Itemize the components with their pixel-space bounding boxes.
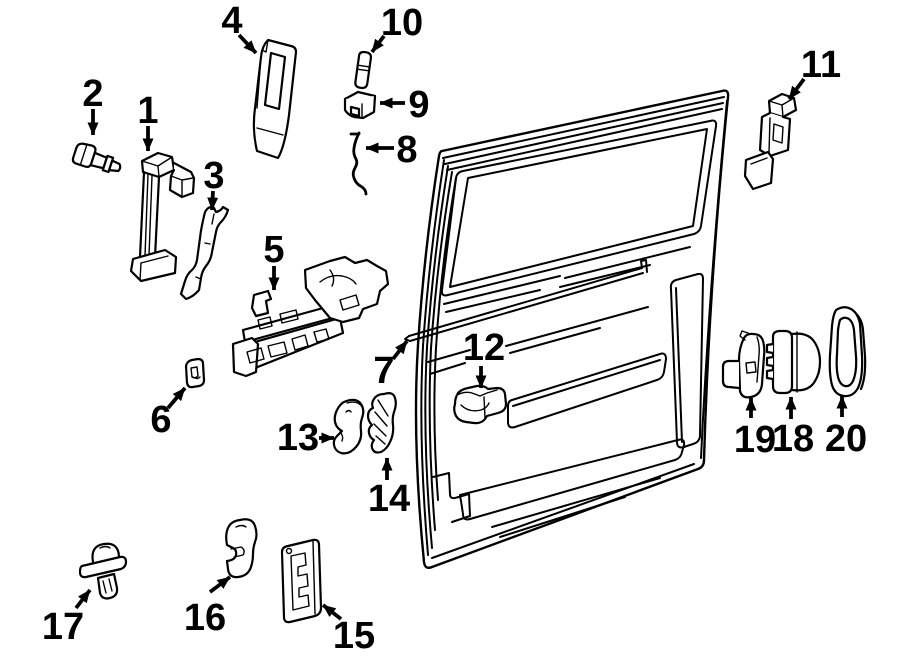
callout-6-label: 6 <box>150 399 171 441</box>
part-2-bolt-pin <box>71 142 122 174</box>
callout-7-label: 7 <box>373 350 394 392</box>
callout-7[interactable]: 7 <box>373 339 409 392</box>
part-20-seal-pad <box>828 306 867 398</box>
callout-4[interactable]: 4 <box>221 0 258 55</box>
part-14-guide-striker <box>366 392 397 454</box>
part-10-pin <box>354 50 373 90</box>
door-frame-lines <box>420 96 728 559</box>
part-8-lock-rod <box>349 131 368 196</box>
callout-10[interactable]: 10 <box>370 2 423 54</box>
door-body-lines <box>427 306 661 538</box>
callout-6[interactable]: 6 <box>150 386 187 441</box>
callout-11-arrow <box>787 77 806 101</box>
part-16-cover-clip <box>225 518 258 579</box>
part-17-roller-clip <box>78 542 128 600</box>
callout-3-arrow <box>207 190 219 211</box>
callout-15-label: 15 <box>333 615 375 657</box>
part-18-plug-grommet <box>765 329 822 395</box>
callout-15[interactable]: 15 <box>321 603 375 657</box>
callout-20[interactable]: 20 <box>825 395 867 460</box>
part-9-clip-bracket <box>343 90 377 120</box>
door-panel <box>404 89 730 570</box>
callout-7-arrow <box>391 339 409 361</box>
part-12-door-handle <box>453 384 508 425</box>
part-6-clip <box>184 357 206 389</box>
callout-17-arrow <box>74 588 92 610</box>
right-recess-channel-inner <box>675 287 683 443</box>
callout-15-arrow <box>321 603 343 621</box>
callout-13-label: 13 <box>277 417 319 459</box>
callout-16[interactable]: 16 <box>184 575 232 639</box>
callout-14-label: 14 <box>368 478 410 520</box>
callout-10-label: 10 <box>381 2 423 44</box>
door-step-detail <box>432 472 471 523</box>
callout-16-arrow <box>208 575 232 594</box>
callout-17-label: 17 <box>42 606 84 648</box>
part-7-belt-molding <box>404 259 648 342</box>
callout-19[interactable]: 19 <box>734 397 776 461</box>
callout-6-arrow <box>166 386 187 410</box>
callouts: 1 2 3 4 5 6 7 8 <box>42 0 867 657</box>
part-5-latch-assembly <box>231 255 390 378</box>
callout-2[interactable]: 2 <box>82 73 104 136</box>
callout-2-label: 2 <box>82 73 103 115</box>
callout-9-label: 9 <box>408 84 429 126</box>
part-4-track-cover <box>252 38 298 160</box>
callout-19-label: 19 <box>734 419 776 461</box>
armrest-recess <box>507 352 667 429</box>
door-belt-lines <box>443 246 691 313</box>
window-frame-inner <box>449 128 708 288</box>
callout-18-label: 18 <box>772 418 814 460</box>
part-1-hinge-roller-assembly <box>129 151 196 283</box>
callout-8[interactable]: 8 <box>365 129 418 171</box>
callout-16-label: 16 <box>184 597 226 639</box>
armrest-recess-inner <box>512 359 661 407</box>
callout-11-label: 11 <box>801 44 841 86</box>
callout-8-label: 8 <box>396 129 417 171</box>
right-recess-channel <box>669 272 704 449</box>
window-frame <box>440 119 718 297</box>
callout-4-arrow <box>237 33 258 55</box>
part-3-support-bracket <box>179 205 230 301</box>
callout-12[interactable]: 12 <box>463 327 505 389</box>
lower-recess <box>459 438 686 521</box>
callout-1[interactable]: 1 <box>137 90 159 152</box>
callout-9[interactable]: 9 <box>379 84 430 126</box>
callout-3-label: 3 <box>203 155 224 197</box>
callout-13[interactable]: 13 <box>277 417 335 459</box>
callout-11[interactable]: 11 <box>787 44 841 101</box>
part-13-wedge-cushion <box>332 398 365 455</box>
callout-5-label: 5 <box>263 229 284 271</box>
callout-18[interactable]: 18 <box>772 396 814 460</box>
callout-3[interactable]: 3 <box>203 155 225 211</box>
callout-5[interactable]: 5 <box>263 229 285 291</box>
callout-10-arrow <box>370 34 386 54</box>
part-11-striker-bracket <box>743 92 798 191</box>
part-15-hinge-plate <box>280 538 323 624</box>
part-19-bumper-stop <box>721 330 766 399</box>
callout-17[interactable]: 17 <box>42 588 92 648</box>
callout-20-label: 20 <box>825 418 867 460</box>
callout-12-label: 12 <box>463 327 505 369</box>
callout-4-label: 4 <box>221 0 242 42</box>
callout-1-label: 1 <box>137 90 158 132</box>
callout-14[interactable]: 14 <box>368 457 410 520</box>
